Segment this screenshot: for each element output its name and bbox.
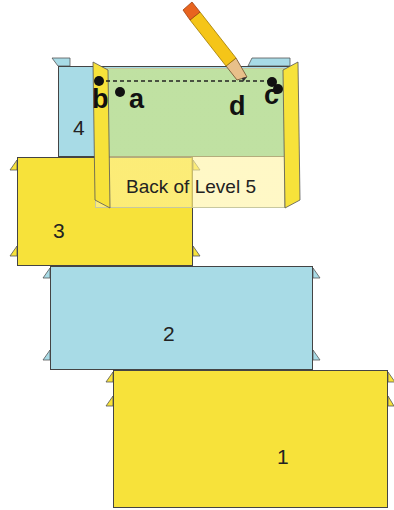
level-number: 2 <box>163 323 175 344</box>
point-label: d <box>229 93 246 120</box>
left-flap <box>93 62 110 208</box>
level-number: 3 <box>53 220 65 241</box>
fold-line <box>192 157 193 208</box>
level-1-box: 1 <box>113 370 388 508</box>
point-label: c <box>264 82 279 109</box>
level-2-box: 2 <box>50 266 313 370</box>
point-label: b <box>92 86 109 113</box>
right-flap <box>283 62 300 208</box>
level-number: 1 <box>277 446 289 467</box>
point-label: a <box>129 86 144 113</box>
level-number: 4 <box>73 117 85 138</box>
level-label: Back of Level 5 <box>126 177 256 196</box>
